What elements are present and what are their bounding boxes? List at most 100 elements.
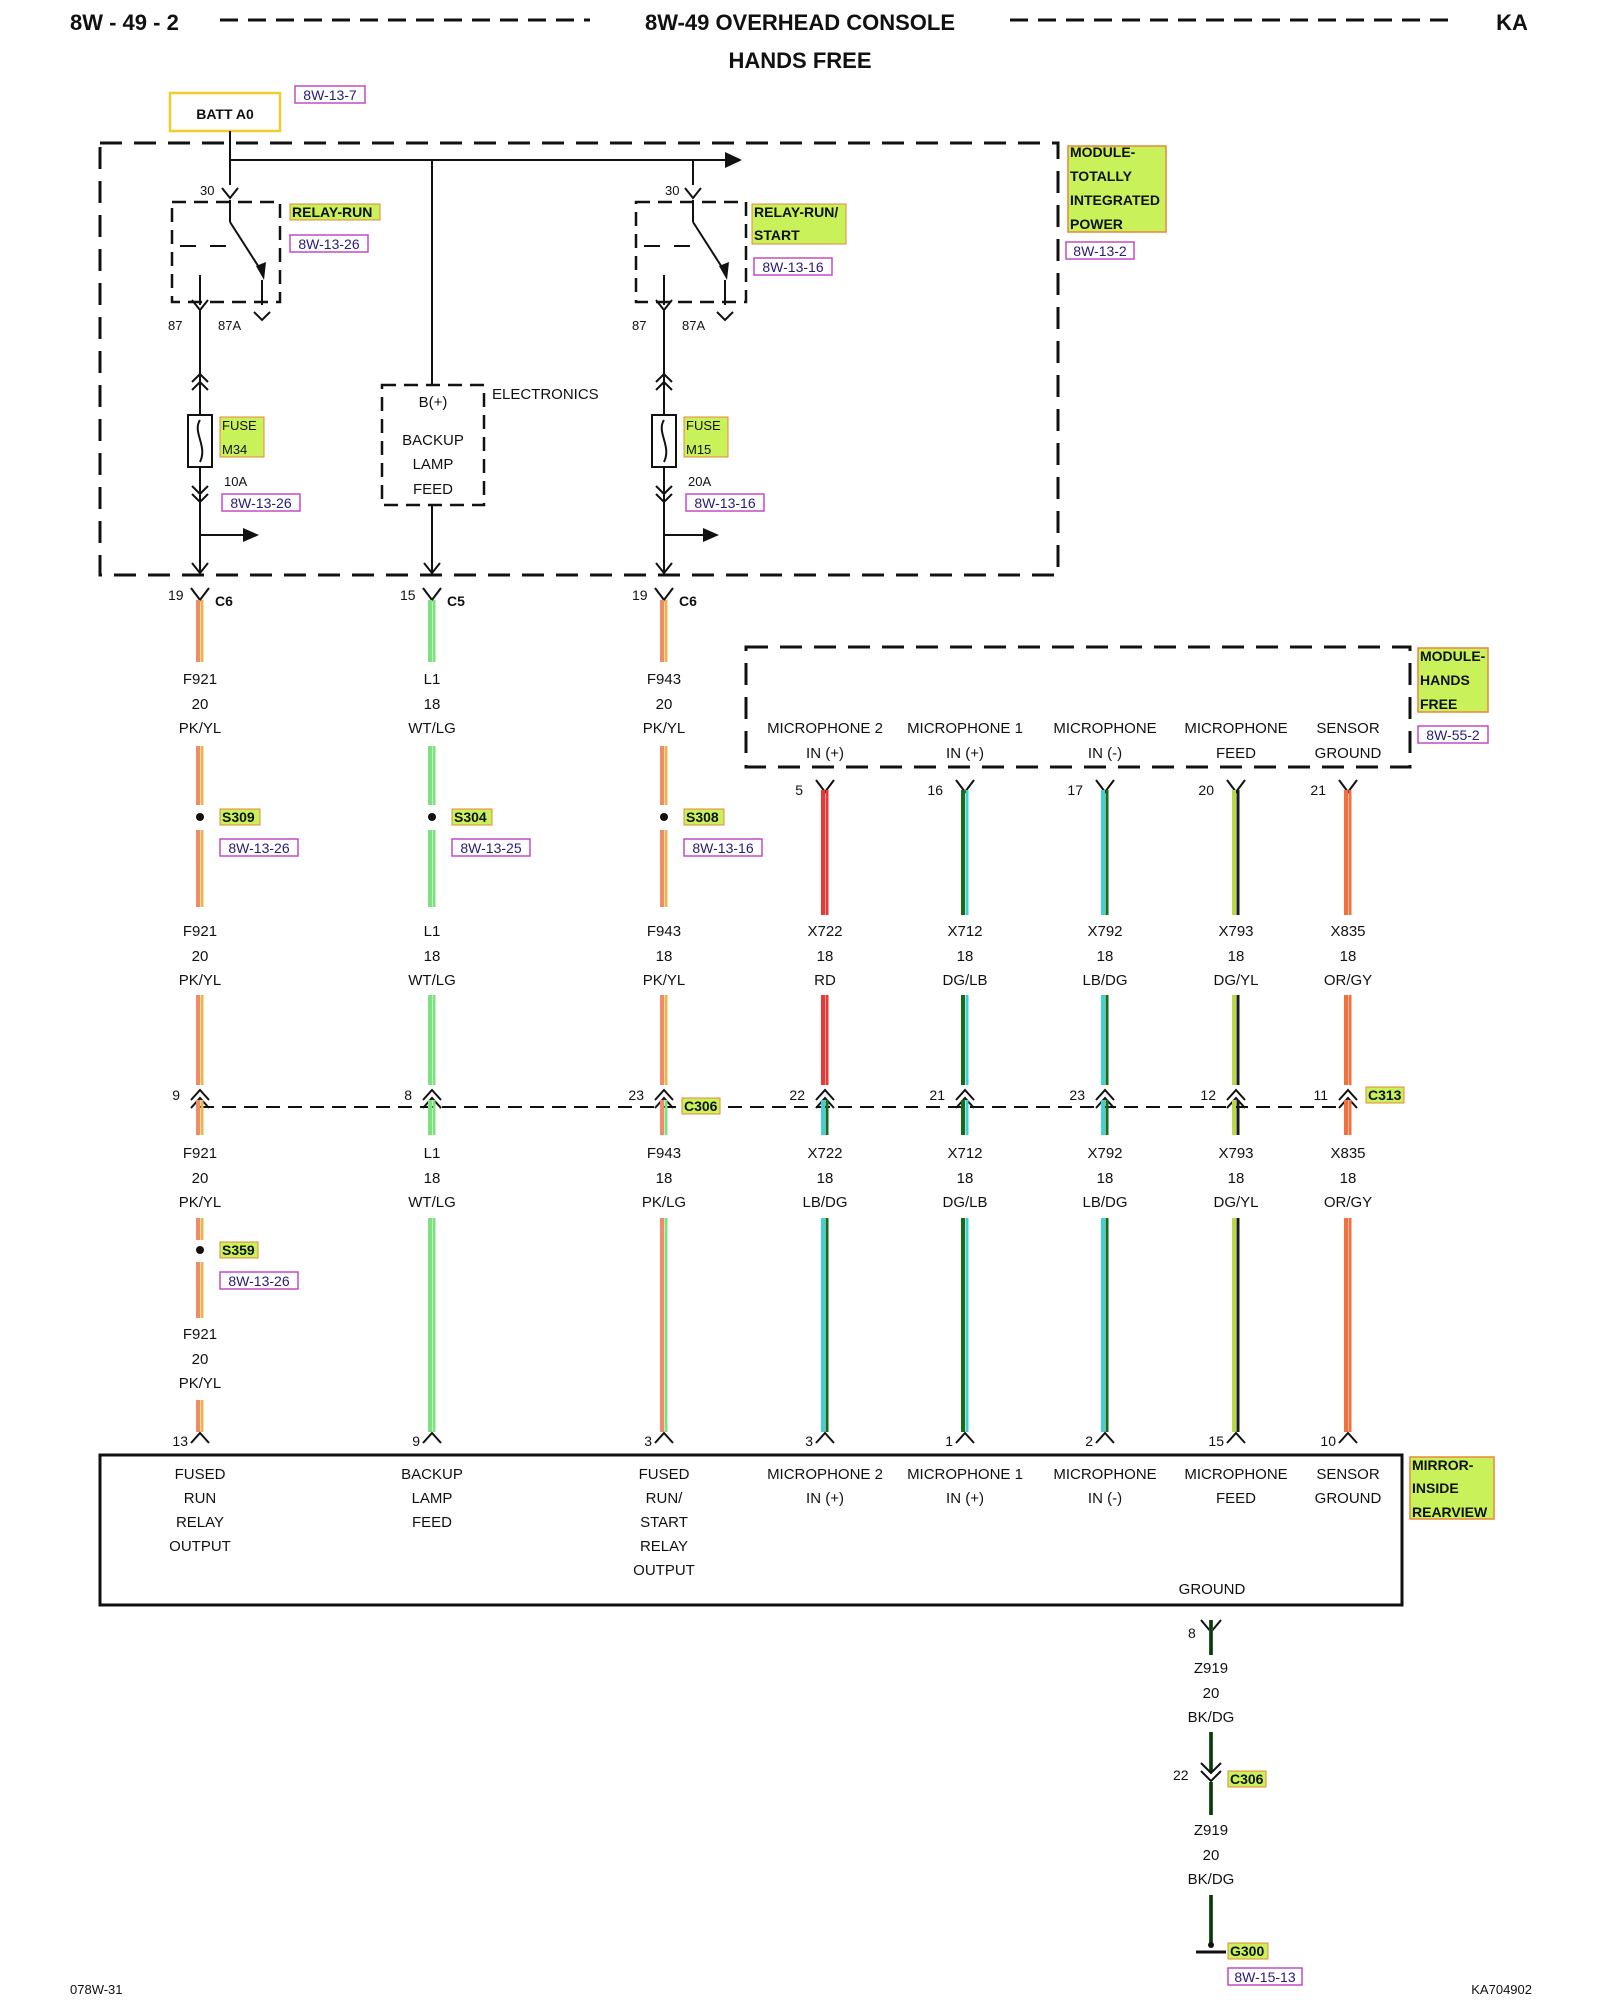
hf-pin-name-1-b: IN (+) xyxy=(946,745,984,762)
hf-pin-name-2-b: IN (-) xyxy=(1088,745,1122,762)
electronics-label: ELECTRONICS xyxy=(492,386,599,403)
mirror-pin-4-line1: IN (+) xyxy=(946,1490,984,1507)
ground-wire2-circuit: Z919 xyxy=(1194,1822,1228,1839)
mirror-pin-num-6: 15 xyxy=(1208,1433,1224,1449)
wire-row2-3-color: RD xyxy=(814,972,836,989)
mirror-pin-num-0: 13 xyxy=(172,1433,188,1449)
hands-free-ref: 8W-55-2 xyxy=(1426,727,1480,743)
wire-row3-5-circuit: X792 xyxy=(1087,1145,1122,1162)
mirror-pin-3-line1: IN (+) xyxy=(806,1490,844,1507)
wire-row2-5-color: LB/DG xyxy=(1082,972,1127,989)
backup-box-line1: B(+) xyxy=(419,394,448,411)
mirror-pin-7-line1: GROUND xyxy=(1315,1490,1382,1507)
mirror-pin-2-line3: RELAY xyxy=(640,1538,688,1555)
hf-pin-num-2: 17 xyxy=(1067,782,1083,798)
mirror-pin-num-4: 1 xyxy=(945,1433,953,1449)
splice-ref-1-box xyxy=(451,838,531,857)
wire-row1-2-color: PK/YL xyxy=(643,720,686,737)
splice-dot-1 xyxy=(428,813,436,821)
fuse-m34-rating: 10A xyxy=(224,474,247,489)
inline-conn-c313: C313 xyxy=(1368,1087,1402,1103)
backup-lamp-feed-box: B(+) BACKUP LAMP FEED ELECTRONICS xyxy=(380,383,599,575)
wire-row3-2-color: PK/LG xyxy=(642,1194,686,1211)
fuse-m34-ref: 8W-13-26 xyxy=(230,495,291,511)
relay-run-ref: 8W-13-26 xyxy=(298,236,359,252)
splice-1-bg xyxy=(451,808,493,826)
inline-pin-6: 12 xyxy=(1200,1087,1216,1103)
hands-free-label-line1: MODULE- xyxy=(1420,648,1486,664)
hf-pin-num-4: 21 xyxy=(1310,782,1326,798)
wire-row4-0-gauge: 20 xyxy=(192,1351,209,1368)
inline-pin-1: 8 xyxy=(404,1087,412,1103)
wire-row1-0-gauge: 20 xyxy=(192,696,209,713)
fuse-m15-rating: 20A xyxy=(688,474,711,489)
ground-conn-c306: C306 xyxy=(1230,1771,1264,1787)
hf-pin-name-4-b: GROUND xyxy=(1315,745,1382,762)
fuse-m15-label-line2: M15 xyxy=(686,442,711,457)
upper-conn-arrow-0 xyxy=(190,587,210,602)
inline-arrow-up2-3 xyxy=(815,1096,835,1109)
inline-arrow-up-1 xyxy=(422,1088,442,1101)
inline-arrow-up-0 xyxy=(190,1088,210,1101)
mirror-pin-3-line0: MICROPHONE 2 xyxy=(767,1466,883,1483)
mirror-pin-num-2: 3 xyxy=(644,1433,652,1449)
wire-row3-3-circuit: X722 xyxy=(807,1145,842,1162)
hf-pin-name-2-a: MICROPHONE xyxy=(1053,720,1156,737)
ground-ref: 8W-15-13 xyxy=(1234,1969,1295,1985)
wire-row2-1-gauge: 18 xyxy=(424,948,441,965)
inline-arrow-up2-7 xyxy=(1338,1096,1358,1109)
wire-row2-4-circuit: X712 xyxy=(947,923,982,940)
wire-row1-1-color: WT/LG xyxy=(408,720,456,737)
wire-row2-6-circuit: X793 xyxy=(1218,923,1253,940)
upper-conn-arrow-1 xyxy=(422,587,442,602)
inline-arrow-up2-4 xyxy=(955,1096,975,1109)
splice-ref-0-box xyxy=(219,838,299,857)
wire-row3-1-color: WT/LG xyxy=(408,1194,456,1211)
splice-1: S304 xyxy=(454,809,487,825)
wire-row3-7-color: OR/GY xyxy=(1324,1194,1372,1211)
inline-arrow-up2-0 xyxy=(190,1096,210,1109)
mirror-pin-1-line0: BACKUP xyxy=(401,1466,463,1483)
relay-run-pin-30: 30 xyxy=(200,183,214,198)
hf-pin-name-0-a: MICROPHONE 2 xyxy=(767,720,883,737)
wire-row2-6-gauge: 18 xyxy=(1228,948,1245,965)
inline-pin-3: 22 xyxy=(789,1087,805,1103)
splice-ref-2-box xyxy=(683,838,763,857)
batt-label: BATT A0 xyxy=(196,106,254,122)
wire-row2-0-color: PK/YL xyxy=(179,972,222,989)
mirror-pin-5-line1: IN (-) xyxy=(1088,1490,1122,1507)
wire-row3-0-circuit: F921 xyxy=(183,1145,217,1162)
tipm-ref: 8W-13-2 xyxy=(1073,243,1127,259)
upper-conn-name-1: C5 xyxy=(447,593,465,609)
footer-left: 078W-31 xyxy=(70,1982,123,1997)
wire-row3-2-gauge: 18 xyxy=(656,1170,673,1187)
inline-arrow-up-5 xyxy=(1095,1088,1115,1101)
inline-arrow-up-7 xyxy=(1338,1088,1358,1101)
hf-pin-num-3: 20 xyxy=(1198,782,1214,798)
wire-row4-0-circuit: F921 xyxy=(183,1326,217,1343)
wire-row1-1-gauge: 18 xyxy=(424,696,441,713)
wire-row3-3-color: LB/DG xyxy=(802,1194,847,1211)
hands-free-label-line2: HANDS xyxy=(1420,672,1470,688)
wire-row3-5-color: LB/DG xyxy=(1082,1194,1127,1211)
wire-row3-0-gauge: 20 xyxy=(192,1170,209,1187)
splice-2: S308 xyxy=(686,809,719,825)
wire-row3-7-gauge: 18 xyxy=(1340,1170,1357,1187)
relay-run-start-label-line2: START xyxy=(754,227,800,243)
mirror-pin-arrow-5 xyxy=(1095,1431,1115,1444)
inline-arrow-up2-2 xyxy=(654,1096,674,1109)
wire-row1-1-circuit: L1 xyxy=(424,671,441,688)
relay-run-pin-87: 87 xyxy=(168,318,182,333)
wire-row2-5-gauge: 18 xyxy=(1097,948,1114,965)
inline-conn-c306-bg xyxy=(681,1097,721,1115)
wire-row3-4-circuit: X712 xyxy=(947,1145,982,1162)
inline-pin-7: 11 xyxy=(1313,1087,1328,1103)
wire-row1-2-gauge: 20 xyxy=(656,696,673,713)
splice-dot-2 xyxy=(660,813,668,821)
fuse-m15-ref: 8W-13-16 xyxy=(694,495,755,511)
wire-row3-6-gauge: 18 xyxy=(1228,1170,1245,1187)
wire-row2-0-gauge: 20 xyxy=(192,948,209,965)
hf-pin-name-4-a: SENSOR xyxy=(1316,720,1380,737)
mirror-pin-num-3: 3 xyxy=(805,1433,813,1449)
